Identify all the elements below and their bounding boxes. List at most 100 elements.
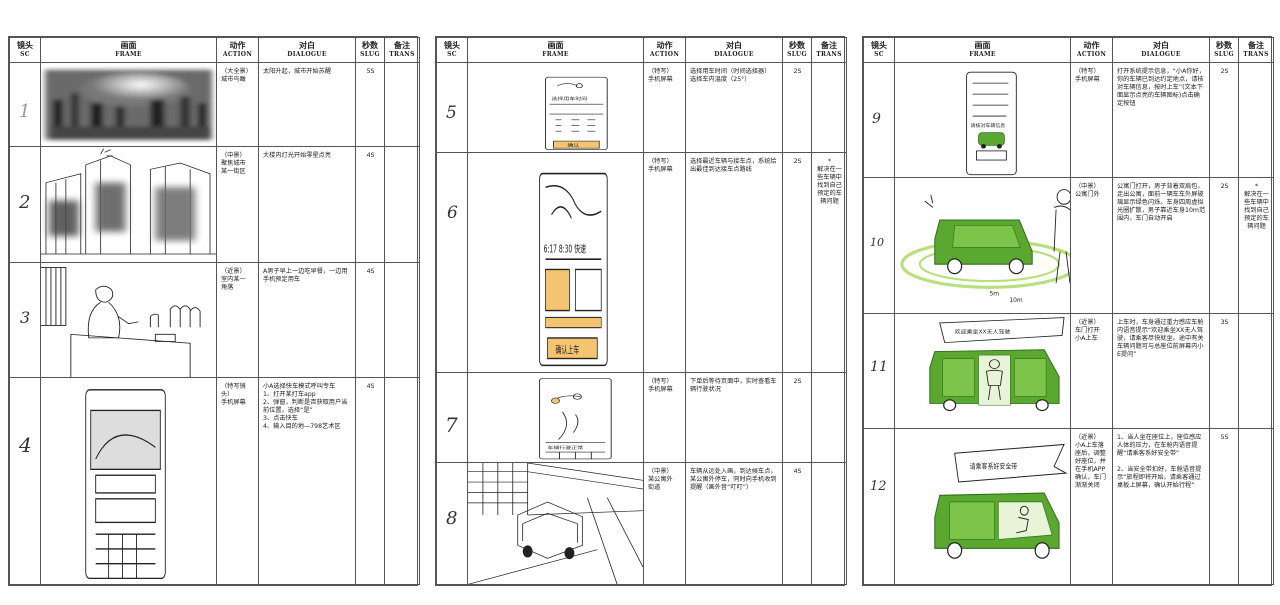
sc-cell: 11 (863, 312, 895, 430)
action-cell: （近景） 小A上车落座后，调整好座位，并在手机APP确认，车门渐渐关闭 (1070, 428, 1113, 585)
bubble11: 欢迎乘坐XX无人驾驶 (955, 328, 1011, 336)
sc-cell: 8 (436, 461, 468, 586)
trans-cell (384, 376, 420, 586)
dialogue-cell: 车辆从远处入画，到达候车点，某公寓外停车，同时向手机收到提醒（画外音“叮叮”） (685, 461, 783, 586)
trans-cell: * 解决在一些车辆中找到自己预定的车辆问题 (1238, 177, 1274, 314)
action-cell: （近景） 车门打开 小A上车 (1070, 312, 1113, 430)
action-cell: （中景） 公寓门外 (1070, 177, 1113, 314)
city-aerial-sketch-icon (41, 63, 216, 146)
action-cell: （中景） 某公寓外 街道 (643, 461, 686, 586)
phone-map-sketch-icon: 6:17 8:30 快速 确认上车 (539, 172, 608, 366)
sc-cell: 5 (436, 62, 468, 153)
frame-cell (40, 261, 217, 378)
dialogue-cell: 大楼内灯光开始零星点亮 (258, 146, 356, 263)
phone-time-picker-sketch-icon: 选择用车时间 确认 (545, 76, 608, 150)
action-cell: （中景） 聚焦城市 某一街区 (216, 146, 259, 263)
sc-cell: 4 (9, 376, 41, 586)
slug-cell: 4S (355, 376, 385, 586)
trans-cell (811, 461, 847, 586)
shot-row: 12 请乘客系好安全带 （近景） 小A上车落座后，调整好座位，并在手机APP (863, 428, 1274, 585)
frame-cell: 选择用车时间 确认 (467, 62, 644, 153)
seated-car-sketch-icon: 请乘客系好安全带 (934, 444, 1068, 560)
shot-row: 5 选择用车时间 确认 （特写） 手机屏幕 选择用车时间（时间选择器） 选择车内… (436, 62, 847, 153)
shot-row: 11 欢迎乘坐XX无人驾驶 （近景） 车门打开 小A上车 上车时 (863, 312, 1274, 430)
trans-cell (1238, 312, 1274, 430)
slug-cell: 2S (1209, 177, 1239, 314)
sc-cell: 12 (863, 428, 895, 585)
dialogue-cell: 下单后等待页面中，实时查看车辆行驶状况 (685, 371, 783, 463)
man-breakfast-sketch-icon (41, 266, 201, 377)
dialogue-cell: 上车时，车身通过重力感应车舱内语音提示“欢迎乘坐XX无人驾驶，请乘客尽快就坐。途… (1112, 312, 1210, 430)
dialogue-cell: 打开系统提示信息，“小A你好，你的车辆已到达约定地点，请核对车辆信息，按时上车”… (1112, 61, 1210, 179)
sc-cell: 10 (863, 177, 895, 314)
shot-row: 1 (9, 61, 420, 148)
frame-cell: 欢迎乘坐XX无人驾驶 (894, 312, 1071, 430)
vehicle-arrival-sketch-icon (468, 463, 643, 584)
dist10: 5m (989, 291, 999, 298)
frame-cell (40, 61, 217, 148)
slug-cell: 4S (355, 146, 385, 263)
sc-cell: 1 (9, 61, 41, 148)
phone-app-sketch-icon (85, 388, 166, 579)
phone6-confirm: 确认上车 (556, 343, 580, 355)
dialogue-cell: 太阳升起，城市开始苏醒 (258, 61, 356, 148)
street-block-sketch-icon (41, 149, 216, 255)
action-cell: （近景） 室内某一 角落 (216, 261, 259, 378)
frame-cell: 车辆行驶正常 (467, 371, 644, 463)
trans-cell (384, 61, 420, 148)
dialogue-cell: 选择用车时间（时间选择器） 选择车内温度（25°） (685, 62, 783, 153)
shot-row: 7 车辆行驶正常 （特写） 手机屏幕 下单后等待页面中，实时查看车辆行驶状况 2… (436, 371, 847, 463)
sc-cell: 7 (436, 371, 468, 463)
sc-cell: 9 (863, 61, 895, 179)
slug-cell: 5S (355, 61, 385, 148)
slug-cell: 5S (1209, 428, 1239, 585)
trans-cell (811, 371, 847, 463)
boarding-car-sketch-icon: 欢迎乘坐XX无人驾驶 (929, 317, 1065, 412)
action-cell: （特写镜头） 手机屏幕 (216, 376, 259, 586)
shot-row: 2 （中景） 聚焦城市 某一街区 (9, 146, 420, 263)
phone5-title: 选择用车时间 (552, 95, 588, 102)
dist10b: 10m (1009, 297, 1022, 304)
shot-row: 6 6:17 8:30 快速 确认上车 （特写） 手机屏幕 (436, 151, 847, 373)
phone9-text: 请核对车辆信息 (971, 122, 1006, 129)
phone-tracking-sketch-icon: 车辆行驶正常 (539, 378, 612, 460)
action-cell: （特写） 手机屏幕 (643, 151, 686, 373)
slug-cell: 2S (782, 151, 812, 373)
shot-row: 4 （特写镜头） 手机屏幕 小A选择快车模式呼叫专车 1、打开某打车app 2、… (9, 376, 420, 586)
shot-row: 10 5m 10m （中景） (863, 177, 1274, 314)
dialogue-cell: A男子早上一边吃早餐，一边用手机预定用车 (258, 261, 356, 378)
banner12: 请乘客系好安全带 (970, 462, 1018, 471)
frame-cell: 请乘客系好安全带 (894, 428, 1071, 585)
phone7-status: 车辆行驶正常 (548, 444, 584, 450)
man-green-car-sketch-icon: 5m 10m (900, 189, 1070, 304)
frame-cell (467, 461, 644, 586)
trans-cell (811, 62, 847, 153)
action-cell: （特写） 手机屏幕 (643, 371, 686, 463)
action-cell: （大全景） 城市鸟瞰 (216, 61, 259, 148)
trans-cell: * 解决在一些车辆中找到自己预定的车辆问题 (811, 151, 847, 373)
dialogue-cell: 选择最近车辆与接车点，系统给出最佳到达接车点路线 (685, 151, 783, 373)
slug-cell: 4S (355, 261, 385, 378)
trans-cell (384, 146, 420, 263)
